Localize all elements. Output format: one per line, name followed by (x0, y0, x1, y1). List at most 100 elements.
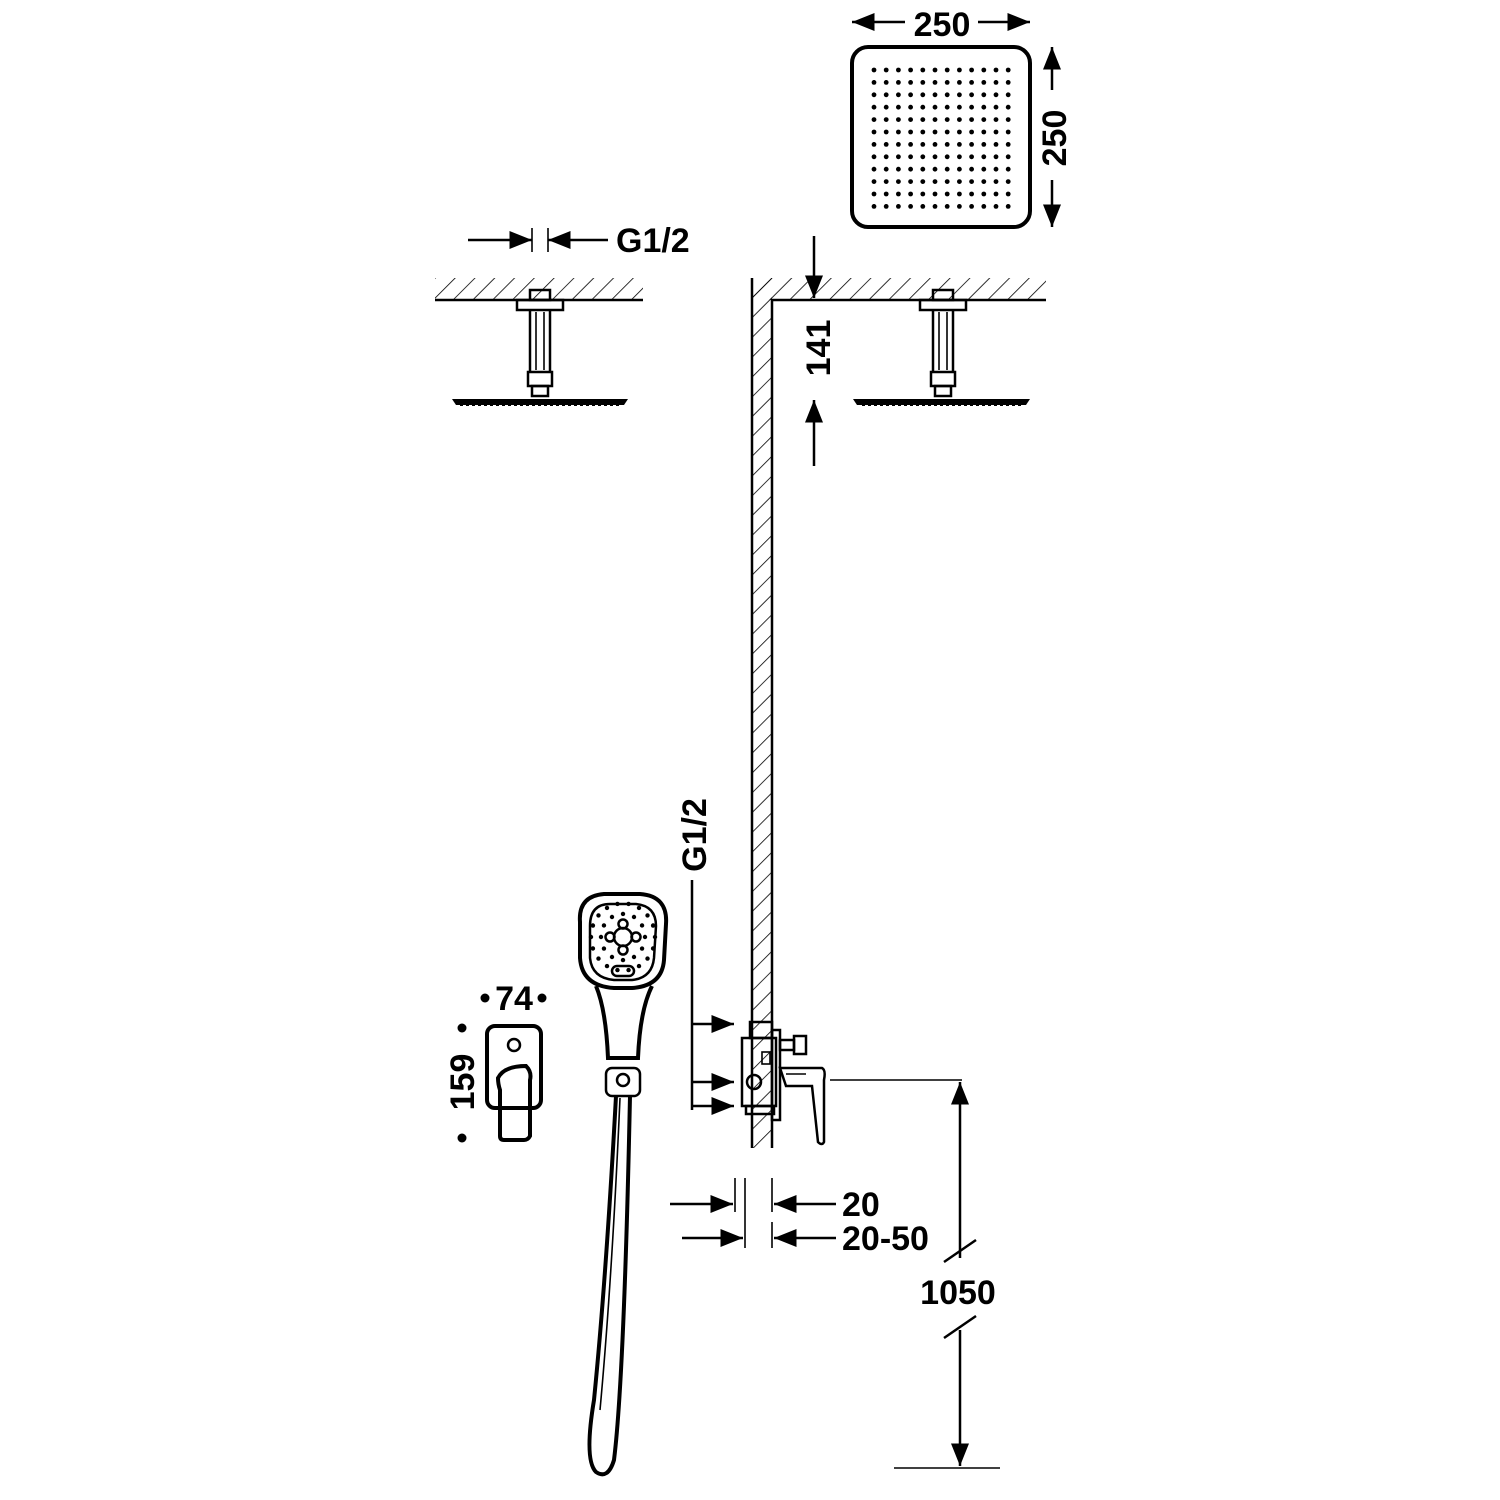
nozzle-dot (981, 80, 987, 85)
nozzle-dot (969, 166, 974, 172)
nozzle-dot (932, 179, 938, 185)
nozzle-dot (957, 191, 962, 197)
shower-head-top-view: 250 250 (850, 6, 1074, 229)
nozzle-dot (896, 67, 901, 73)
nozzle-dot (981, 166, 987, 172)
nozzle-dot (1005, 179, 1011, 185)
nozzle-dot (883, 67, 889, 73)
nozzle-dot (993, 191, 999, 197)
nozzle-dot (969, 67, 974, 73)
mixer-height-dimension: 1050 (830, 1079, 1000, 1469)
wall-ceiling-section (750, 278, 1046, 1148)
nozzle-dot (920, 117, 926, 122)
hand-nozzle-dot (615, 967, 620, 973)
arm-thread-label: G1/2 (616, 222, 690, 260)
nozzle-dot (908, 104, 913, 110)
nozzle-dot (908, 166, 913, 172)
nozzle-dot (908, 129, 913, 135)
nozzle-dot (981, 67, 987, 73)
nozzle-dot (944, 166, 950, 172)
ceiling-arm-side-view-right: 141 (800, 236, 1030, 466)
nozzle-dot (1005, 67, 1011, 73)
nozzle-dot (896, 129, 901, 135)
nozzle-dot (1005, 117, 1011, 122)
head-width-label: 250 (914, 6, 971, 44)
nozzle-dot (871, 204, 877, 209)
nozzle-dot (932, 166, 938, 172)
hand-nozzle-dot (631, 914, 637, 920)
nozzle-dot (957, 166, 962, 172)
nozzle-dot (944, 142, 950, 147)
hand-nozzle-dot (642, 934, 648, 940)
nozzle-dot (920, 129, 926, 135)
nozzle-dot (883, 204, 889, 209)
nozzle-dot (993, 204, 999, 209)
nozzle-dot (969, 142, 974, 147)
nozzle-dot (883, 142, 889, 147)
hand-nozzle-dot (620, 911, 626, 917)
nozzle-dot (957, 154, 962, 160)
nozzle-dot (896, 92, 901, 98)
nozzle-dot (932, 92, 938, 98)
nozzle-dot (871, 104, 877, 110)
hand-nozzle-dot (604, 905, 610, 911)
nozzle-dot (920, 179, 926, 185)
hand-nozzle-dot (590, 946, 596, 951)
nozzle-dot (993, 104, 999, 110)
nozzle-dot (932, 67, 938, 73)
nozzle-dot (1005, 204, 1011, 209)
nozzle-dot (908, 204, 913, 209)
nozzle-dot (993, 179, 999, 185)
hand-nozzle-dot (604, 963, 610, 969)
nozzle-dot (932, 80, 938, 85)
nozzle-dot (896, 204, 901, 209)
nozzle-dot (920, 204, 926, 209)
hand-nozzle-dot (609, 954, 615, 960)
nozzle-dot (1005, 80, 1011, 85)
nozzle-dot (908, 80, 913, 85)
nozzle-dot (993, 117, 999, 122)
nozzle-dot (957, 104, 962, 110)
nozzle-dot (932, 154, 938, 160)
wall-depth-range-label: 20-50 (842, 1220, 929, 1258)
nozzle-dot (932, 129, 938, 135)
nozzle-dot (969, 204, 974, 209)
hand-nozzle-dot (636, 905, 642, 911)
nozzle-dot (993, 92, 999, 98)
nozzle-dot (932, 142, 938, 147)
mixer-side-view: G1/2 (676, 798, 826, 1146)
hand-nozzle-dot (601, 946, 607, 951)
nozzle-dot (981, 129, 987, 135)
nozzle-dot (896, 154, 901, 160)
hand-nozzle-dot (650, 923, 656, 928)
wall-depth-min-label: 20 (842, 1186, 880, 1224)
hand-nozzle-dot (636, 963, 642, 969)
hand-nozzle-dot (645, 913, 650, 918)
nozzle-dot (871, 80, 877, 85)
nozzle-dot (920, 80, 926, 85)
nozzle-dot (920, 154, 926, 160)
nozzle-dot (908, 67, 913, 73)
nozzle-dot (932, 117, 938, 122)
nozzle-dot (944, 179, 950, 185)
nozzle-dot (944, 92, 950, 98)
nozzle-dot (920, 92, 926, 98)
nozzle-dot (981, 179, 987, 185)
nozzle-dot (1005, 154, 1011, 160)
nozzle-dot (920, 104, 926, 110)
plate-width-label: 74 (495, 980, 533, 1018)
mixer-plate-front-view: 74 159 (444, 980, 547, 1143)
nozzle-dot (969, 104, 974, 110)
nozzle-dot (1005, 166, 1011, 172)
nozzle-dot (908, 154, 913, 160)
nozzle-dot (957, 142, 962, 147)
nozzle-dot (896, 179, 901, 185)
mixer-height-label: 1050 (920, 1274, 996, 1312)
nozzle-dot (883, 104, 889, 110)
nozzle-dot (969, 117, 974, 122)
nozzle-dot (981, 104, 987, 110)
nozzle-dot (883, 191, 889, 197)
nozzle-dot (1005, 191, 1011, 197)
hand-shower-nozzles (588, 901, 658, 973)
nozzle-dot (957, 129, 962, 135)
